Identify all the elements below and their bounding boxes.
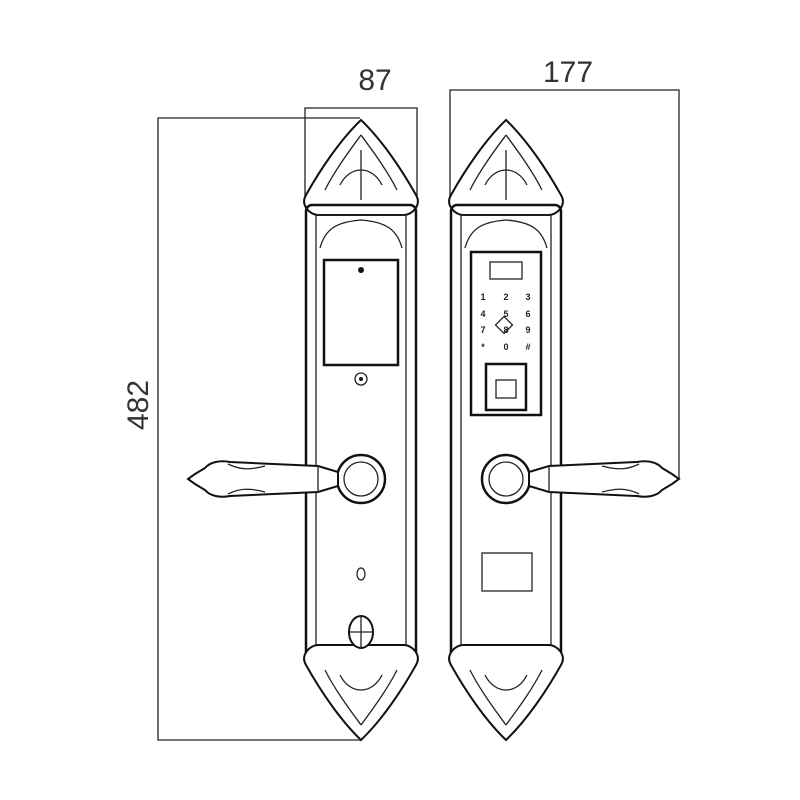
bottom-ornament: [303, 644, 419, 742]
back-plate: [448, 118, 681, 742]
handle-left-detail: [227, 463, 319, 495]
plate-outline: [304, 203, 418, 662]
display-window: [489, 261, 523, 280]
battery-slot: [481, 552, 533, 592]
fingerprint-sensor: [495, 379, 517, 399]
key-4[interactable]: 4: [480, 309, 485, 319]
rosette-inner-ring: [343, 461, 379, 497]
key-9[interactable]: 9: [525, 325, 530, 335]
keypad: 1 2 3 4 5 6 7 8 9 * 0 #: [480, 292, 530, 352]
center-key[interactable]: [494, 315, 514, 335]
battery-cover-screw: [358, 267, 364, 273]
bottom-ornament-detail: [324, 669, 398, 726]
dimension-line-width-front: [304, 107, 418, 200]
screw-hole-center: [359, 377, 363, 381]
bottom-ornament-detail: [469, 669, 543, 726]
key-5[interactable]: 5: [503, 309, 508, 319]
dimension-width-front: 87: [358, 64, 391, 97]
key-2[interactable]: 2: [503, 292, 508, 302]
handle-right: [528, 460, 681, 498]
key-star[interactable]: *: [481, 342, 485, 352]
key-1[interactable]: 1: [480, 292, 485, 302]
top-ornament-detail: [469, 134, 543, 200]
dimension-width-back: 177: [543, 56, 593, 89]
key-7[interactable]: 7: [480, 325, 485, 335]
key-8[interactable]: 8: [503, 325, 508, 335]
rosette-inside-inner-ring: [488, 461, 524, 497]
dimension-height: 482: [122, 380, 155, 430]
lower-screw-hole: [356, 567, 366, 581]
top-ornament-detail: [324, 134, 398, 200]
plate-arch: [464, 219, 548, 249]
screw-hole: [354, 372, 368, 386]
dimension-line-width-back: [449, 89, 680, 478]
bottom-ornament: [448, 644, 564, 742]
plate-arch: [319, 219, 403, 249]
dimension-line-height: [157, 117, 360, 741]
keypad-panel: [469, 250, 543, 417]
handle-right-detail: [548, 463, 640, 495]
key-3[interactable]: 3: [525, 292, 530, 302]
key-6[interactable]: 6: [525, 309, 530, 319]
key-0[interactable]: 0: [503, 342, 508, 352]
plate-inner-border: [315, 214, 407, 651]
plate-outline: [449, 203, 563, 662]
fingerprint-reader[interactable]: [484, 362, 528, 412]
front-plate: [186, 118, 419, 742]
battery-cover: [322, 258, 400, 367]
plate-inner-border: [460, 214, 552, 651]
key-hash[interactable]: #: [525, 342, 530, 352]
handle-left: [186, 460, 339, 498]
dimension-lines: [157, 89, 680, 741]
